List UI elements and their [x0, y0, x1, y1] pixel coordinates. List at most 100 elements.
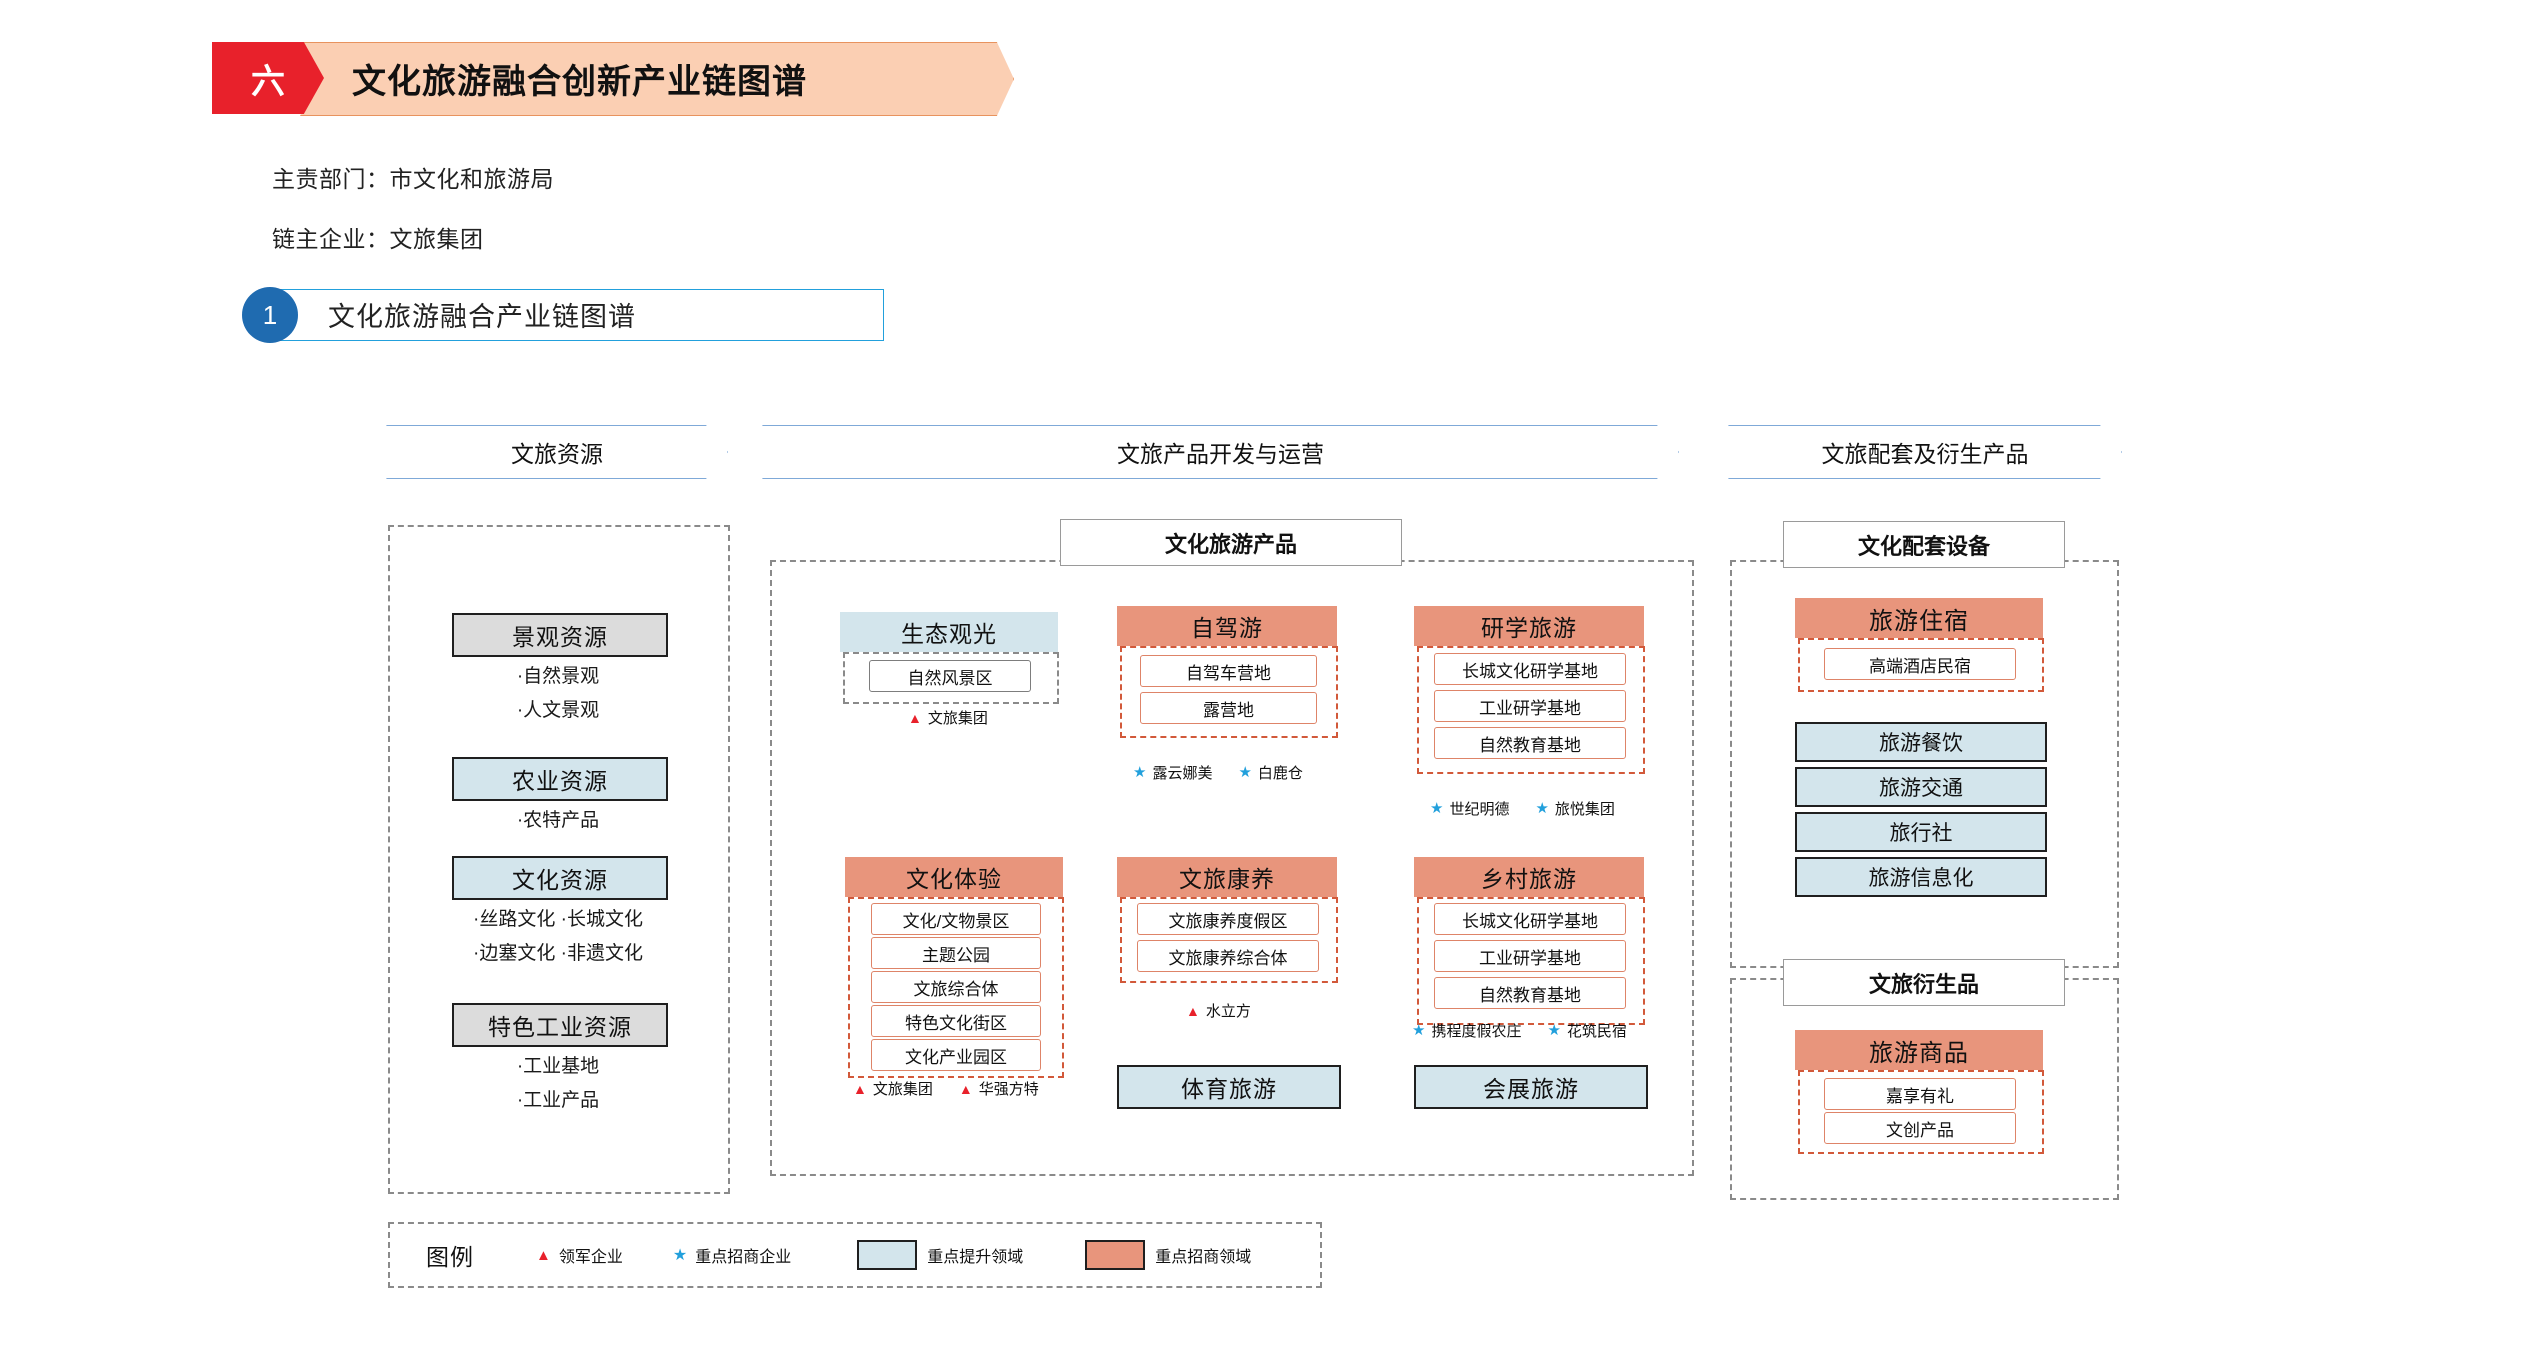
section-number-badge: 1 [242, 287, 298, 343]
card-dashed-tourism-goods [1798, 1070, 2044, 1154]
bullets-agriculture: ·农特产品 [452, 804, 664, 838]
card-head-culture-exp[interactable]: 文化体验 [845, 857, 1063, 897]
card-item-culture-1[interactable]: 文化/文物景区 [871, 903, 1041, 935]
mark-label: 文旅集团 [872, 1081, 933, 1098]
panel-title-derivative: 文旅衍生品 [1783, 959, 2065, 1006]
mark-entry: ★ 世纪明德 [1430, 798, 1509, 819]
mark-entry: ★ 花筑民宿 [1547, 1020, 1626, 1041]
mark-label: 旅悦集团 [1554, 801, 1615, 818]
star-icon: ★ [1547, 1022, 1561, 1039]
supporting-row-travel-agency[interactable]: 旅行社 [1795, 812, 2047, 852]
card-item-study-2[interactable]: 工业研学基地 [1434, 690, 1626, 722]
legend-label: 重点招商领域 [1155, 1249, 1252, 1266]
stage-header-development: 文旅产品开发与运营 [762, 425, 1679, 479]
mark-label: 世纪明德 [1449, 801, 1510, 818]
triangle-icon: ▲ [908, 709, 922, 726]
card-item-goods-2[interactable]: 文创产品 [1824, 1112, 2016, 1144]
page-title: 文化旅游融合创新产业链图谱 [352, 62, 807, 101]
bullets-culture: ·丝路文化 ·长城文化 ·边塞文化 ·非遗文化 [428, 903, 688, 971]
mark-label: 露云娜美 [1152, 765, 1213, 782]
card-head-rural[interactable]: 乡村旅游 [1414, 857, 1644, 897]
card-item-rural-1[interactable]: 长城文化研学基地 [1434, 903, 1626, 935]
supporting-row-informatization[interactable]: 旅游信息化 [1795, 857, 2047, 897]
mark-entry: ★ 携程度假农庄 [1412, 1020, 1521, 1041]
card-item-rural-2[interactable]: 工业研学基地 [1434, 940, 1626, 972]
card-item-culture-5[interactable]: 文化产业园区 [871, 1039, 1041, 1071]
bullet-item: ·工业基地 [516, 1056, 600, 1077]
mark-entry: ★ 露云娜美 [1133, 762, 1212, 783]
category-box-agriculture[interactable]: 农业资源 [452, 757, 668, 801]
star-icon: ★ [1430, 800, 1444, 817]
triangle-icon: ▲ [1186, 1002, 1200, 1019]
legend-entry-key-investment-company: ★ 重点招商企业 [673, 1243, 791, 1267]
card-item-study-1[interactable]: 长城文化研学基地 [1434, 653, 1626, 685]
solo-box-sports-tourism[interactable]: 体育旅游 [1117, 1065, 1341, 1109]
star-icon: ★ [1133, 764, 1147, 781]
mark-label: 花筑民宿 [1566, 1023, 1627, 1040]
bullet-item: ·边塞文化 ·非遗文化 [473, 943, 643, 964]
card-item-study-3[interactable]: 自然教育基地 [1434, 727, 1626, 759]
card-item-eco-1[interactable]: 自然风景区 [869, 660, 1031, 692]
legend-entry-upgrade-area: 重点提升领域 [857, 1240, 1023, 1270]
title-band [300, 42, 1014, 116]
card-dashed-accommodation [1798, 638, 2044, 692]
card-head-self-drive[interactable]: 自驾游 [1117, 606, 1337, 646]
card-head-wellness[interactable]: 文旅康养 [1117, 857, 1337, 897]
card-marks-self-drive: ★ 露云娜美 ★ 白鹿仓 [1133, 762, 1303, 783]
card-head-tourism-goods[interactable]: 旅游商品 [1795, 1030, 2043, 1070]
star-icon: ★ [1238, 764, 1252, 781]
card-item-rural-3[interactable]: 自然教育基地 [1434, 977, 1626, 1009]
bullets-landscape: ·自然景观 ·人文景观 [452, 660, 664, 728]
page-title-bar: 六 文化旅游融合创新产业链图谱 [212, 42, 1014, 116]
stage-header-supporting: 文旅配套及衍生产品 [1728, 425, 2122, 479]
card-dashed-rural [1417, 897, 1645, 1025]
meta-department: 主责部门：市文化和旅游局 [272, 166, 554, 192]
card-dashed-study-tour [1417, 646, 1645, 774]
legend-label: 重点招商企业 [695, 1249, 792, 1266]
card-head-study-tour[interactable]: 研学旅游 [1414, 606, 1644, 646]
meta-chain-company: 链主企业：文旅集团 [272, 226, 484, 252]
card-item-culture-2[interactable]: 主题公园 [871, 937, 1041, 969]
bullet-item: ·自然景观 [516, 666, 600, 687]
supporting-row-transport[interactable]: 旅游交通 [1795, 767, 2047, 807]
category-box-culture[interactable]: 文化资源 [452, 856, 668, 900]
mark-entry: ▲ 水立方 [1186, 1000, 1251, 1021]
card-item-wellness-1[interactable]: 文旅康养度假区 [1137, 903, 1319, 935]
bullets-industry: ·工业基地 ·工业产品 [452, 1050, 664, 1118]
triangle-icon: ▲ [536, 1246, 551, 1264]
category-box-industry[interactable]: 特色工业资源 [452, 1003, 668, 1047]
supporting-row-catering[interactable]: 旅游餐饮 [1795, 722, 2047, 762]
bullet-item: ·人文景观 [516, 700, 600, 721]
card-item-culture-4[interactable]: 特色文化街区 [871, 1005, 1041, 1037]
card-dashed-wellness [1120, 897, 1338, 983]
mark-label: 文旅集团 [927, 710, 988, 727]
legend: 图例 ▲ 领军企业 ★ 重点招商企业 重点提升领域 重点招商领域 [388, 1222, 1322, 1288]
card-item-accommodation-1[interactable]: 高端酒店民宿 [1824, 648, 2016, 680]
swatch-blue-icon [857, 1240, 918, 1270]
legend-entry-leader: ▲ 领军企业 [536, 1243, 623, 1267]
card-item-drive-2[interactable]: 露营地 [1140, 692, 1317, 724]
panel-title-products: 文化旅游产品 [1060, 519, 1402, 566]
card-head-accommodation[interactable]: 旅游住宿 [1795, 598, 2043, 638]
card-marks-wellness: ▲ 水立方 [1186, 1000, 1251, 1021]
card-item-drive-1[interactable]: 自驾车营地 [1140, 655, 1317, 687]
card-item-culture-3[interactable]: 文旅综合体 [871, 971, 1041, 1003]
bullet-item: ·丝路文化 ·长城文化 [473, 909, 643, 930]
category-box-landscape[interactable]: 景观资源 [452, 613, 668, 657]
card-marks-rural: ★ 携程度假农庄 ★ 花筑民宿 [1412, 1020, 1627, 1041]
mark-label: 携程度假农庄 [1431, 1023, 1522, 1040]
card-marks-eco: ▲ 文旅集团 [908, 707, 988, 728]
card-item-wellness-2[interactable]: 文旅康养综合体 [1137, 940, 1319, 972]
card-dashed-culture-exp [848, 897, 1064, 1078]
card-marks-culture-exp: ▲ 文旅集团 ▲ 华强方特 [853, 1078, 1039, 1099]
stage-header-resources: 文旅资源 [386, 425, 728, 479]
mark-entry: ★ 旅悦集团 [1535, 798, 1614, 819]
star-icon: ★ [672, 1247, 688, 1264]
mark-entry: ★ 白鹿仓 [1238, 762, 1302, 783]
card-item-goods-1[interactable]: 嘉享有礼 [1824, 1078, 2016, 1110]
panel-title-supporting: 文化配套设备 [1783, 521, 2065, 568]
solo-box-exhibition-tourism[interactable]: 会展旅游 [1414, 1065, 1648, 1109]
mark-label: 华强方特 [978, 1081, 1039, 1098]
card-head-eco-tourism[interactable]: 生态观光 [840, 612, 1058, 652]
star-icon: ★ [1535, 800, 1549, 817]
